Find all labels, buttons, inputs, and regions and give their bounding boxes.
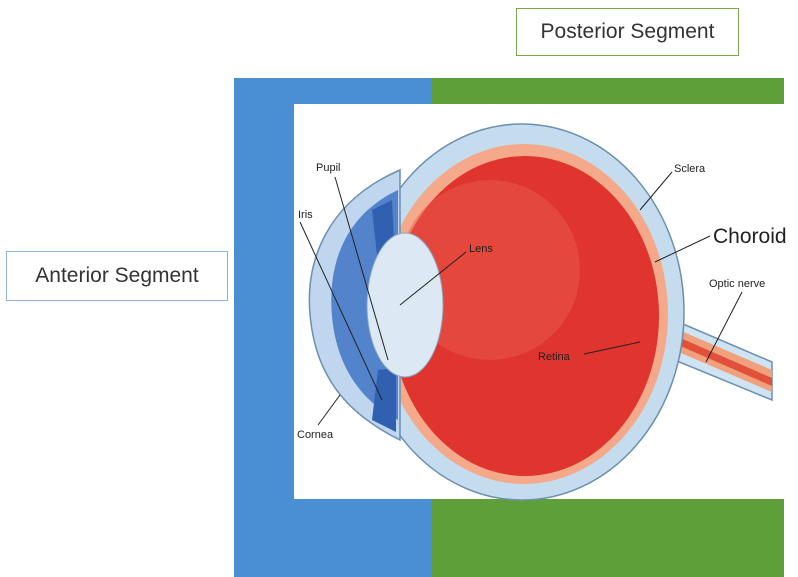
iris-label: Iris	[298, 209, 313, 221]
choroid-label: Choroid	[713, 225, 787, 248]
lens	[367, 233, 443, 377]
cornea-leader	[318, 395, 340, 425]
pupil-label: Pupil	[316, 162, 340, 174]
sclera-label: Sclera	[674, 163, 706, 175]
optic-nerve-label: Optic nerve	[709, 278, 765, 290]
lens-label: Lens	[469, 243, 493, 255]
retina-label: Retina	[538, 351, 571, 363]
cornea-label: Cornea	[297, 429, 334, 441]
